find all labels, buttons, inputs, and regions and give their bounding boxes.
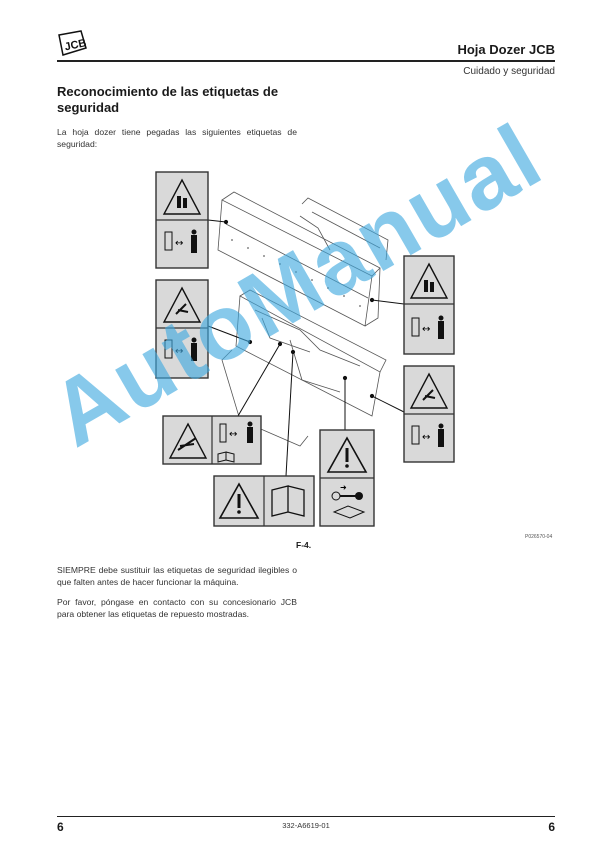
label-crush-keep-clear: ↔ bbox=[155, 171, 209, 269]
svg-text:↔: ↔ bbox=[229, 429, 237, 440]
contact-dealer-paragraph: Por favor, póngase en contacto con su co… bbox=[57, 597, 297, 619]
chapter-subtitle: Cuidado y seguridad bbox=[463, 66, 555, 77]
svg-text:↔: ↔ bbox=[175, 346, 183, 357]
jcb-logo: JCB bbox=[58, 30, 87, 56]
svg-text:➜: ➜ bbox=[340, 483, 347, 492]
label-impact-keep-clear: ↔ bbox=[155, 279, 209, 379]
document-code: 332-A6619-01 bbox=[282, 821, 330, 830]
section-title: Reconocimiento de las etiquetas de segur… bbox=[57, 84, 279, 115]
svg-text:↔: ↔ bbox=[422, 432, 430, 443]
label-general-warning-read-manual bbox=[213, 475, 315, 527]
label-impact-keep-clear-right: ↔ bbox=[403, 365, 455, 463]
svg-text:↔: ↔ bbox=[422, 324, 430, 335]
intro-paragraph: La hoja dozer tiene pegadas las siguient… bbox=[57, 127, 297, 149]
header-divider bbox=[57, 60, 555, 62]
svg-text:JCB: JCB bbox=[64, 37, 87, 53]
label-crush-keep-clear-right: ↔ bbox=[403, 255, 455, 355]
figure-reference-code: P026570-04 bbox=[525, 534, 553, 540]
footer-divider bbox=[57, 816, 555, 817]
figure-caption: F-4. bbox=[296, 540, 312, 550]
label-hand-crush-read-manual: ↔ bbox=[162, 415, 262, 465]
label-general-warning-remove-key: ➜ bbox=[319, 429, 375, 527]
replace-labels-paragraph: SIEMPRE debe sustituir las etiquetas de … bbox=[57, 565, 297, 587]
svg-text:↔: ↔ bbox=[175, 238, 183, 249]
page-number-left: 6 bbox=[57, 820, 64, 834]
safety-labels-figure: ↔ ↔ ↔ ↔ ↔ bbox=[155, 171, 455, 527]
page-number-right: 6 bbox=[548, 820, 555, 834]
document-title: Hoja Dozer JCB bbox=[457, 42, 555, 57]
